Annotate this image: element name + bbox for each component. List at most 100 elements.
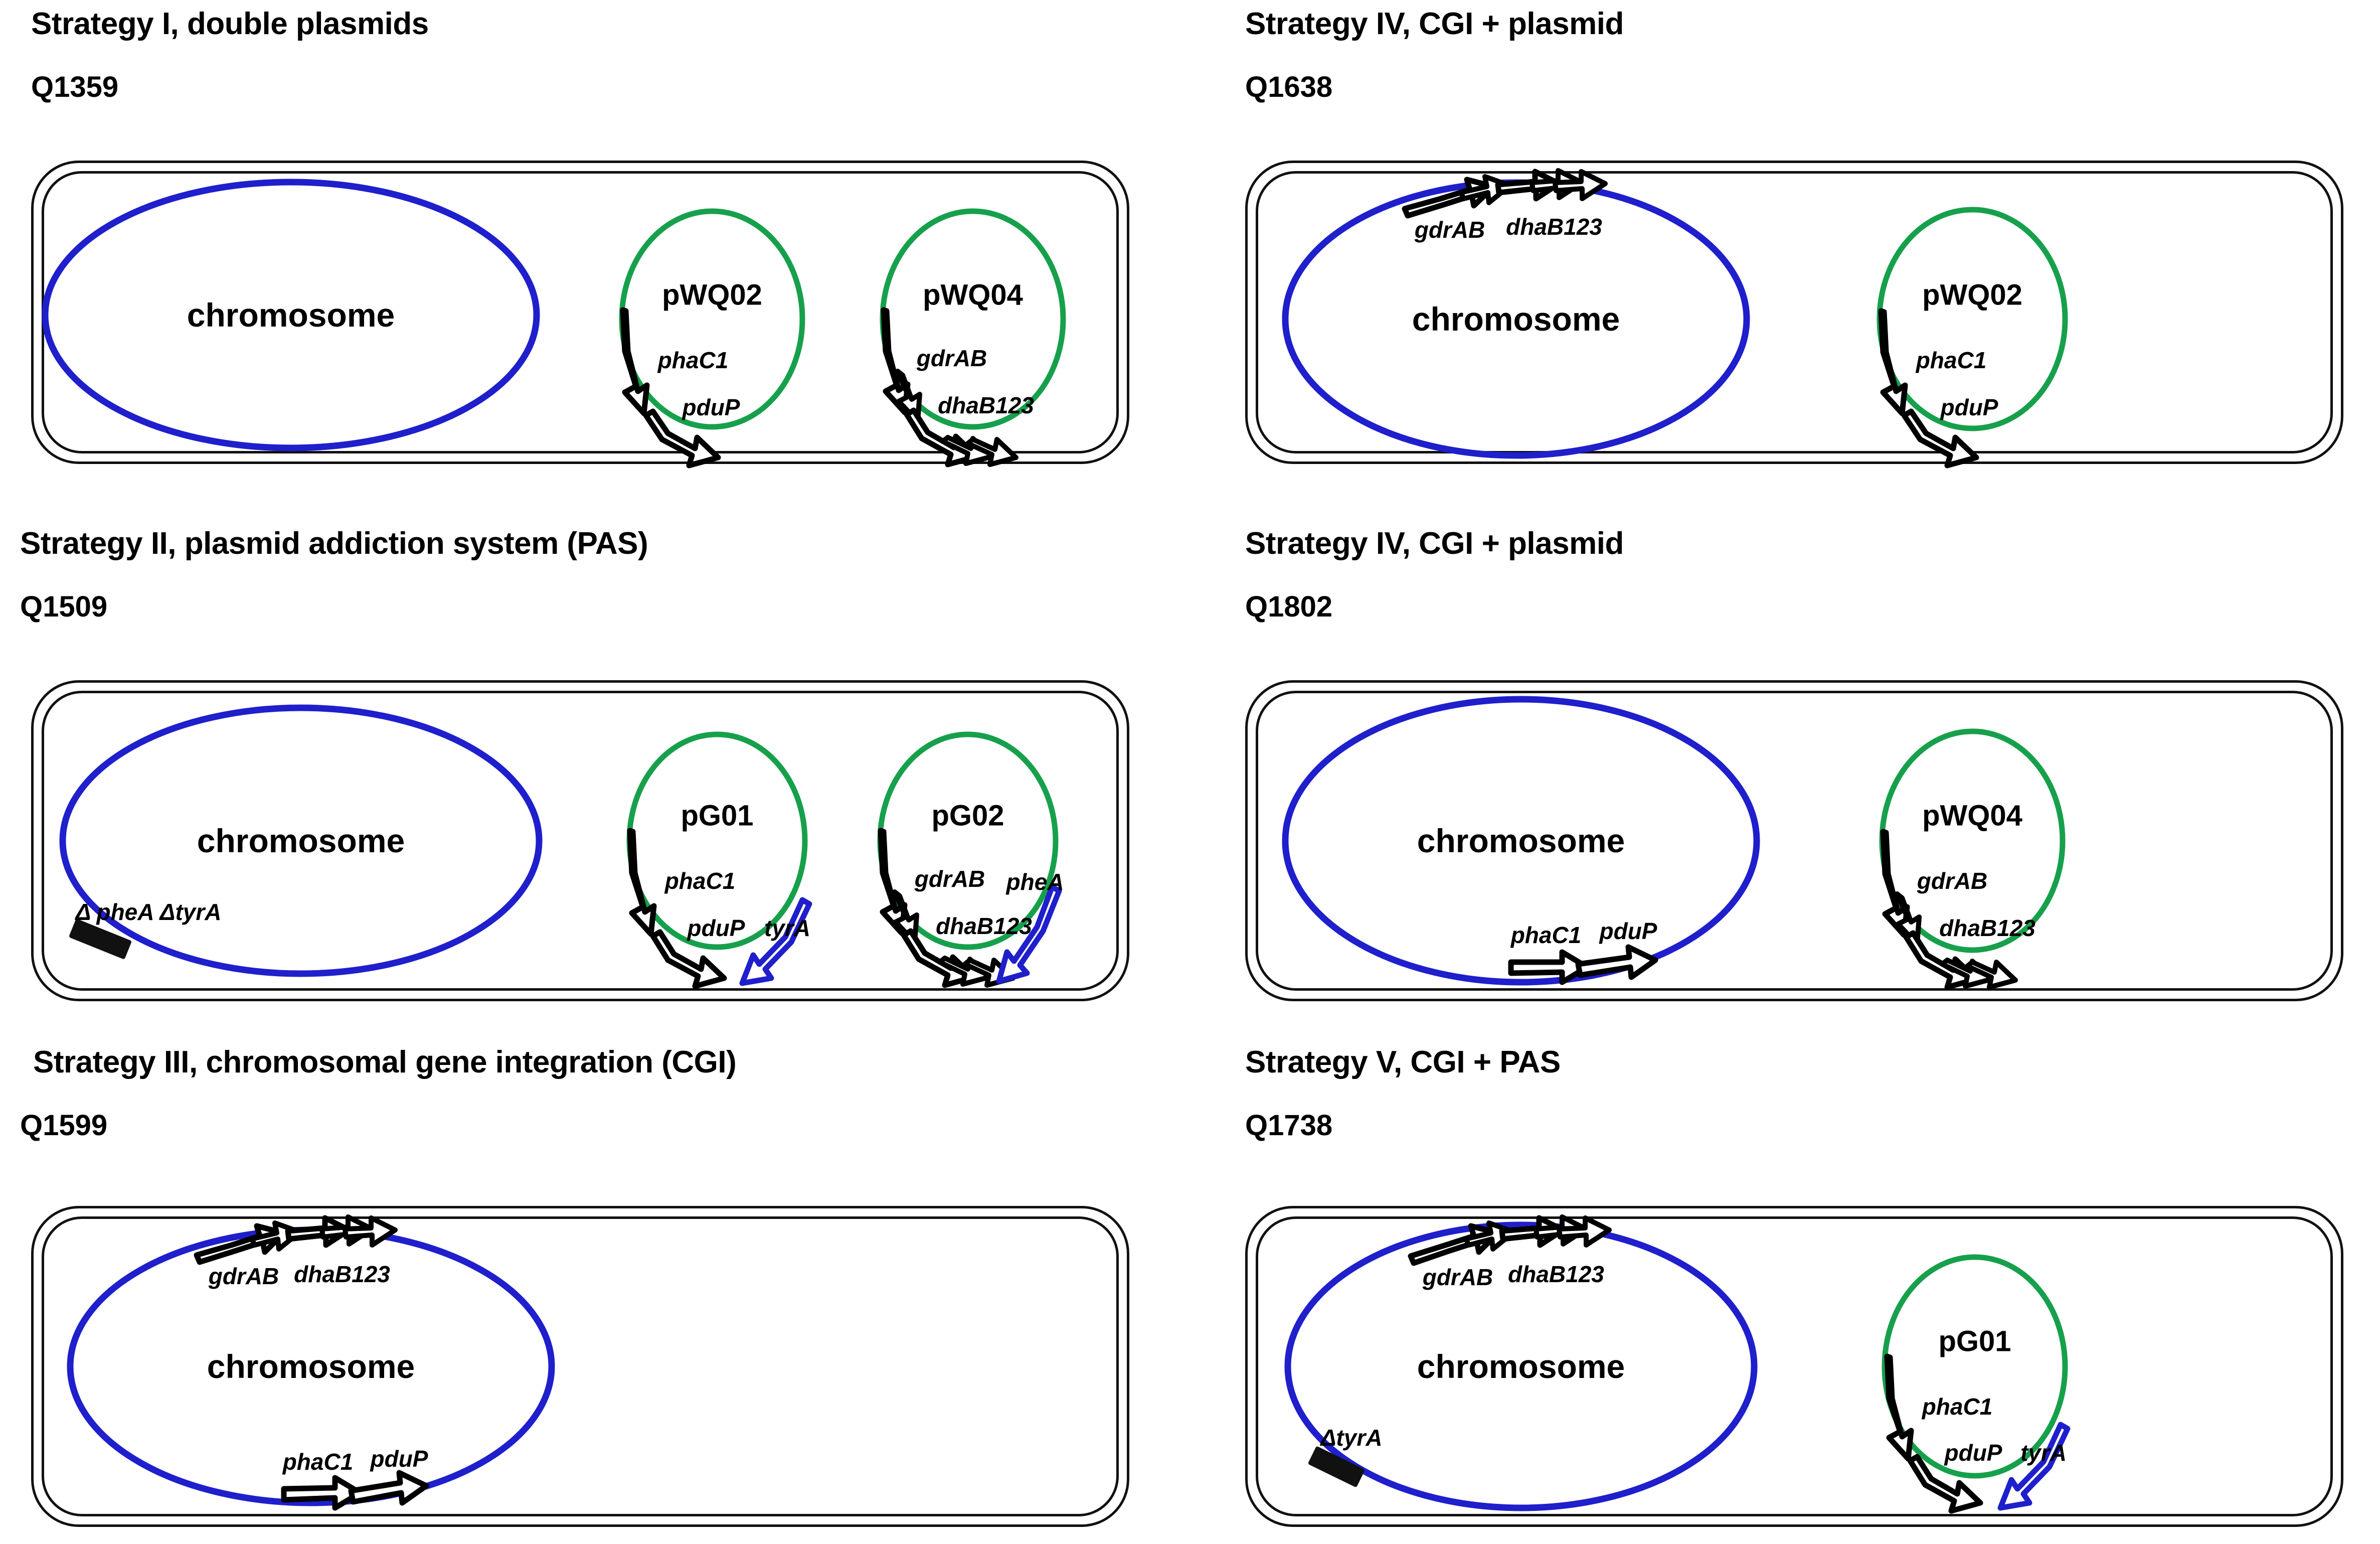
chromosome-label: chromosome <box>1417 822 1625 859</box>
cell-inner-membrane <box>1256 1216 2333 1516</box>
gene-arrow-dhab123 <box>1499 1214 1612 1248</box>
strategy-title: Strategy II, plasmid addiction system (P… <box>20 526 648 561</box>
strategy-title: Strategy V, CGI + PAS <box>1245 1045 1561 1079</box>
plasmid-label-pg01: pG01 <box>1938 1325 2011 1358</box>
gene-label-dhab123: dhaB123 <box>1508 1261 1604 1287</box>
gene-label-pdup: pduP <box>682 394 740 420</box>
cell-envelope <box>31 680 1129 1001</box>
panel-graphics <box>1282 696 2066 990</box>
deletion-label-tyra: ΔtyrA <box>1320 1425 1383 1451</box>
gene-label-dhab123: dhaB123 <box>936 913 1032 939</box>
strain-id: Q1359 <box>31 71 119 103</box>
gene-label-gdrab: gdrAB <box>916 345 987 371</box>
panel-q1599: Strategy III, chromosomal gene integrati… <box>0 1029 1190 1544</box>
plasmid-label-pwq04: pWQ04 <box>923 278 1023 312</box>
gene-arrow-phac1 <box>1884 1353 1914 1462</box>
gene-arrow-gdrab <box>881 307 922 424</box>
panel-q1738: Strategy V, CGI + PAS Q1738 <box>1190 1029 2380 1544</box>
panel-q1638: Strategy IV, CGI + plasmid Q1638 <box>1190 0 2380 515</box>
gene-arrow-dhab123 <box>1495 168 1608 202</box>
chromosome-label: chromosome <box>187 296 395 334</box>
deletion-marker-phea-tyra <box>69 919 131 959</box>
strain-id: Q1738 <box>1245 1109 1333 1142</box>
gene-label-phac1: phaC1 <box>1916 347 1987 373</box>
gene-arrow-phac1 <box>1878 308 1908 416</box>
chromosome-label: chromosome <box>1417 1348 1625 1385</box>
gene-arrow-pdup <box>1901 408 1979 469</box>
gene-label-gdrab: gdrAB <box>1917 868 1988 894</box>
panel-graphics <box>67 1214 555 1511</box>
cell-inner-membrane <box>42 1216 1119 1516</box>
strategy-title: Strategy IV, CGI + plasmid <box>1245 526 1624 561</box>
deletion-label-phea-tyra: Δ pheA ΔtyrA <box>75 899 222 925</box>
plasmid-label-pg02: pG02 <box>931 799 1004 832</box>
gene-arrow-pdup <box>650 929 727 989</box>
gene-label-gdrab: gdrAB <box>1414 217 1485 243</box>
gene-label-gdrab: gdrAB <box>208 1263 279 1289</box>
gene-label-gdrab: gdrAB <box>914 866 985 892</box>
chromosome-label: chromosome <box>207 1348 415 1385</box>
plasmid-label-pg01: pG01 <box>681 799 754 832</box>
chromosome-circle <box>1284 1221 1758 1511</box>
chromosome-circle <box>42 179 540 451</box>
gene-label-phea: pheA <box>1006 869 1064 895</box>
gene-label-gdrab: gdrAB <box>1422 1264 1493 1290</box>
gene-label-phac1: phaC1 <box>1510 922 1582 948</box>
gene-label-dhab123: dhaB123 <box>1939 915 2035 941</box>
gene-label-tyra: tyrA <box>764 915 811 941</box>
gene-arrow-gdrab <box>1880 829 1922 947</box>
gene-arrow-phac1 <box>1508 949 1590 985</box>
gene-label-dhab123: dhaB123 <box>1506 214 1602 240</box>
plasmid-label-pwq02: pWQ02 <box>1922 278 2022 312</box>
strain-id: Q1638 <box>1245 71 1333 103</box>
strategy-title: Strategy III, chromosomal gene integrati… <box>33 1045 737 1079</box>
panel-graphics <box>59 704 1062 989</box>
gene-label-tyra: tyrA <box>2020 1440 2067 1466</box>
gene-label-pdup: pduP <box>1944 1440 2002 1466</box>
gene-label-pdup: pduP <box>370 1446 428 1472</box>
gene-arrow-phac1 <box>281 1475 363 1511</box>
gene-arrow-dhab123 <box>285 1214 398 1248</box>
cell-inner-membrane <box>1256 171 2333 453</box>
gene-arrow-pdup <box>1575 944 1658 980</box>
panel-graphics <box>42 179 1066 469</box>
gene-label-pdup: pduP <box>1599 918 1657 944</box>
gene-arrow-dhab123 <box>1903 930 2018 990</box>
cell-inner-membrane <box>1256 691 2333 991</box>
chromosome-circle <box>59 704 543 977</box>
panel-q1359: Strategy I, double plasmids Q1359 <box>0 0 1190 515</box>
gene-arrow-phac1 <box>627 828 657 937</box>
gene-label-phac1: phaC1 <box>282 1449 354 1475</box>
strain-id: Q1509 <box>20 590 108 623</box>
panel-graphics <box>1282 168 2068 469</box>
gene-arrow-phea <box>996 884 1062 984</box>
cell-envelope <box>31 161 1129 464</box>
panel-graphics <box>1284 1214 2071 1514</box>
gene-arrow-pdup <box>1907 1454 1983 1514</box>
gene-label-dhab123: dhaB123 <box>294 1261 390 1287</box>
gene-arrow-dhab123 <box>904 407 1018 468</box>
gene-label-pdup: pduP <box>687 915 745 941</box>
plasmid-circle-pg01 <box>1882 1254 2068 1479</box>
strain-id: Q1802 <box>1245 590 1333 623</box>
chromosome-label: chromosome <box>197 822 405 859</box>
gene-label-phac1: phaC1 <box>664 868 736 894</box>
gene-label-phac1: phaC1 <box>1922 1394 1993 1420</box>
gene-label-dhab123: dhaB123 <box>938 392 1034 418</box>
chromosome-label: chromosome <box>1412 300 1620 338</box>
cell-envelope <box>1245 680 2343 1001</box>
chromosome-circle <box>1282 696 1760 986</box>
strategy-title: Strategy IV, CGI + plasmid <box>1245 7 1624 41</box>
panel-q1509: Strategy II, plasmid addiction system (P… <box>0 515 1190 1029</box>
cell-inner-membrane <box>42 691 1119 991</box>
gene-label-pdup: pduP <box>1940 394 1998 420</box>
panel-q1802: Strategy IV, CGI + plasmid Q1802 <box>1190 515 2380 1029</box>
gene-arrow-phac1 <box>620 307 650 416</box>
gene-arrow-tyra <box>739 897 812 986</box>
gene-arrow-gdrab <box>878 828 919 945</box>
gene-arrow-pdup <box>348 1470 429 1506</box>
gene-arrow-pdup <box>643 408 721 469</box>
strain-id: Q1599 <box>20 1109 108 1142</box>
deletion-marker-tyra <box>1308 1446 1365 1487</box>
